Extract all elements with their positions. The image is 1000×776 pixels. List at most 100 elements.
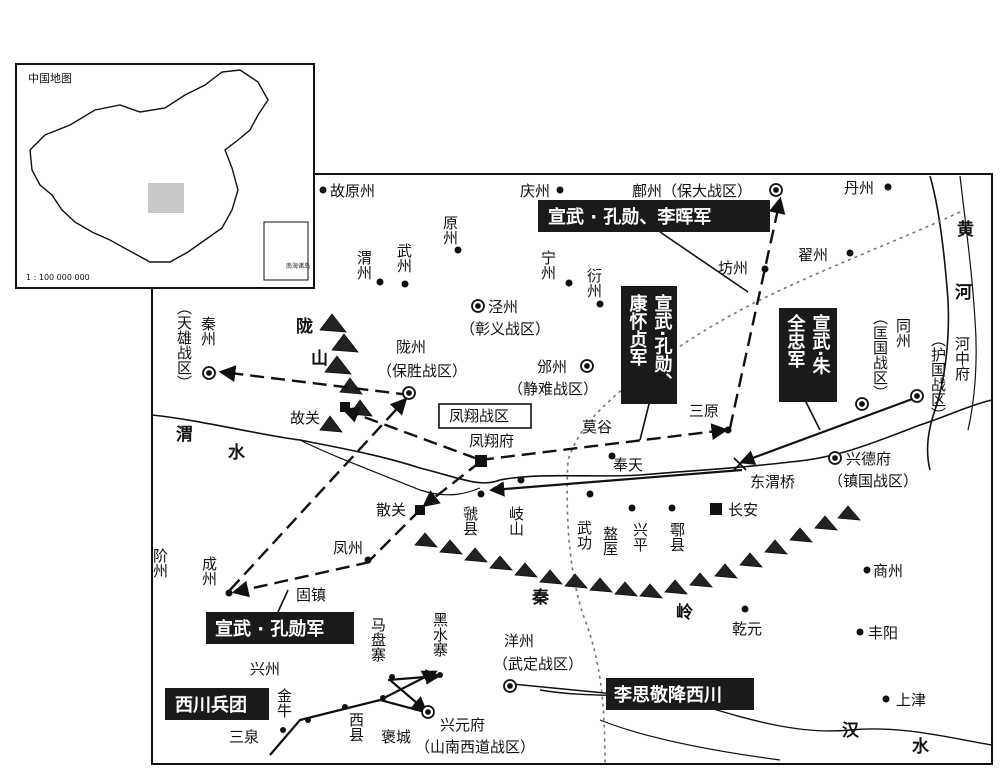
- label-xingyuanfu: 兴元府: [440, 716, 485, 734]
- label-yangzhou: 洋州: [504, 632, 534, 650]
- label-xingzhou: 兴州: [250, 660, 280, 678]
- label-hezhongfu: 河中府: [953, 336, 971, 382]
- box-kanghuaizhen-col2: 康怀贞军: [627, 293, 648, 366]
- label-binzhou: 邠州: [537, 358, 567, 376]
- label-fengxiangfu: 凤翔府: [469, 432, 514, 450]
- box-kanghuaizhen-col1: 宣武·孔勋、: [652, 293, 674, 391]
- fengxiang-zone-box: [438, 403, 532, 429]
- label-huanghe-2: 河: [955, 283, 972, 303]
- label-weizhou: 渭州: [355, 250, 373, 280]
- capital-markers: [202, 183, 924, 719]
- box-kongxun: [206, 612, 354, 644]
- boundary-line: [566, 211, 961, 765]
- label-sanyuan: 三原: [689, 402, 719, 420]
- south-sea-box: [263, 221, 309, 281]
- label-baocheng: 褒城: [381, 728, 411, 746]
- label-jiezhou: 阶州: [151, 548, 169, 578]
- china-inset: 中国地图 南海诸岛 1 : 100 000 000: [15, 63, 315, 289]
- label-wuzhou: 武州: [395, 243, 413, 273]
- label-fuzhou: 鄜州（保大战区）: [632, 182, 752, 200]
- label-wei-2: 水: [228, 442, 246, 463]
- label-guyuan: 故原州: [330, 182, 375, 200]
- label-xixian: 西县: [347, 712, 365, 742]
- box-xichuan-text: 西川兵团: [175, 695, 247, 716]
- label-wuding: （武定战区）: [493, 655, 583, 673]
- label-xingdefu: 兴德府: [846, 450, 891, 468]
- box-lisijing-text: 李思敬降西川: [613, 684, 722, 706]
- label-hanshui-1: 汉: [842, 721, 860, 741]
- dashed-routes: [218, 196, 786, 598]
- label-shannan: （山南西道战区）: [415, 738, 535, 756]
- solid-routes: [269, 396, 916, 756]
- label-jinniu: 金牛: [275, 688, 293, 718]
- label-hanshui-2: 水: [912, 736, 930, 757]
- box-kongxun-lihui: [538, 200, 770, 232]
- fortress-markers: [340, 402, 722, 515]
- label-wugong: 武功: [575, 520, 593, 551]
- label-huxian: 鄠县: [668, 522, 686, 552]
- label-jingzhou: 泾州: [488, 298, 518, 316]
- label-sanquan: 三泉: [229, 728, 259, 746]
- label-qinzhou: 秦州: [199, 316, 217, 346]
- label-kuangguo: （匡国战区）: [871, 310, 889, 400]
- han-tributary: [599, 719, 781, 761]
- label-heishuizhai: 黑水寨: [431, 612, 449, 657]
- label-sanguan: 散关: [376, 501, 406, 519]
- label-fengzhou: 凤州: [333, 539, 363, 557]
- label-shangjin: 上津: [896, 691, 926, 709]
- china-outline: [29, 69, 269, 263]
- settlement-markers: [225, 183, 892, 733]
- label-guzhen: 固镇: [296, 586, 326, 604]
- box-kongxun-text: 宣武 · 孔勋军: [215, 618, 324, 640]
- label-huguo: （护国战区）: [929, 332, 947, 422]
- label-qingzhou: 庆州: [520, 182, 550, 200]
- label-danzhou: 丹州: [844, 179, 874, 197]
- label-wei-1: 渭: [176, 425, 193, 445]
- longshan-mountains: [319, 313, 373, 433]
- label-ningzhou: 宁州: [539, 250, 557, 280]
- label-zhouzhi: 盩厔: [601, 526, 619, 556]
- inset-highlight: [148, 183, 184, 213]
- label-mapanzhai: 马盘寨: [369, 617, 387, 662]
- label-tongzhou: 同州: [894, 318, 912, 348]
- south-sea-label: 南海诸岛: [286, 262, 310, 270]
- yellow-river-bank: [959, 175, 977, 431]
- qinling-mountains: [414, 505, 861, 599]
- box-zhuquanzhong-col2: 全忠军: [785, 313, 807, 368]
- label-changan: 长安: [728, 501, 758, 519]
- label-longshan-1: 陇: [296, 316, 313, 337]
- yellow-river: [926, 175, 950, 471]
- label-baosheng: （保胜战区）: [377, 362, 467, 380]
- label-guguan: 故关: [290, 409, 320, 427]
- label-qishan: 岐山: [507, 506, 525, 536]
- inset-title: 中国地图: [28, 72, 72, 85]
- label-guoxian: 虢县: [461, 506, 479, 536]
- label-xingping: 兴平: [631, 522, 649, 552]
- label-qinling-1: 秦: [532, 587, 549, 608]
- box-zhuquanzhong: [779, 308, 837, 402]
- wei-tributary: [299, 439, 481, 496]
- label-longzhou: 陇州: [396, 338, 426, 356]
- label-yanzhou: 衍州: [585, 268, 603, 298]
- label-shangzhou: 商州: [873, 562, 903, 580]
- label-qianyuan: 乾元: [732, 620, 762, 638]
- label-dongweiqiao: 东渭桥: [750, 473, 795, 491]
- label-mogu: 莫谷: [582, 418, 612, 436]
- label-zhangyi: （彰义战区）: [460, 320, 550, 338]
- label-zhaizhou: 翟州: [798, 246, 828, 264]
- label-zhenguo: （镇国战区）: [828, 472, 918, 490]
- label-qinling-2: 岭: [676, 602, 693, 623]
- label-jingnan: （静难战区）: [508, 380, 598, 398]
- inset-scale: 1 : 100 000 000: [26, 273, 90, 282]
- label-chengzhou: 成州: [200, 556, 218, 586]
- box-kanghuaizhen: [621, 286, 677, 404]
- label-tianxiong: （天雄战区）: [175, 300, 193, 390]
- box-kongxun-lihui-text: 宣武 · 孔勋、李晖军: [548, 206, 711, 228]
- label-fengyang: 丰阳: [868, 624, 898, 642]
- bridge-marker: [733, 457, 747, 471]
- callout-lines: [277, 231, 821, 695]
- box-lisijing: [606, 678, 754, 710]
- box-xichuan: [165, 688, 269, 720]
- label-fengxiang-zone: 凤翔战区: [449, 407, 509, 425]
